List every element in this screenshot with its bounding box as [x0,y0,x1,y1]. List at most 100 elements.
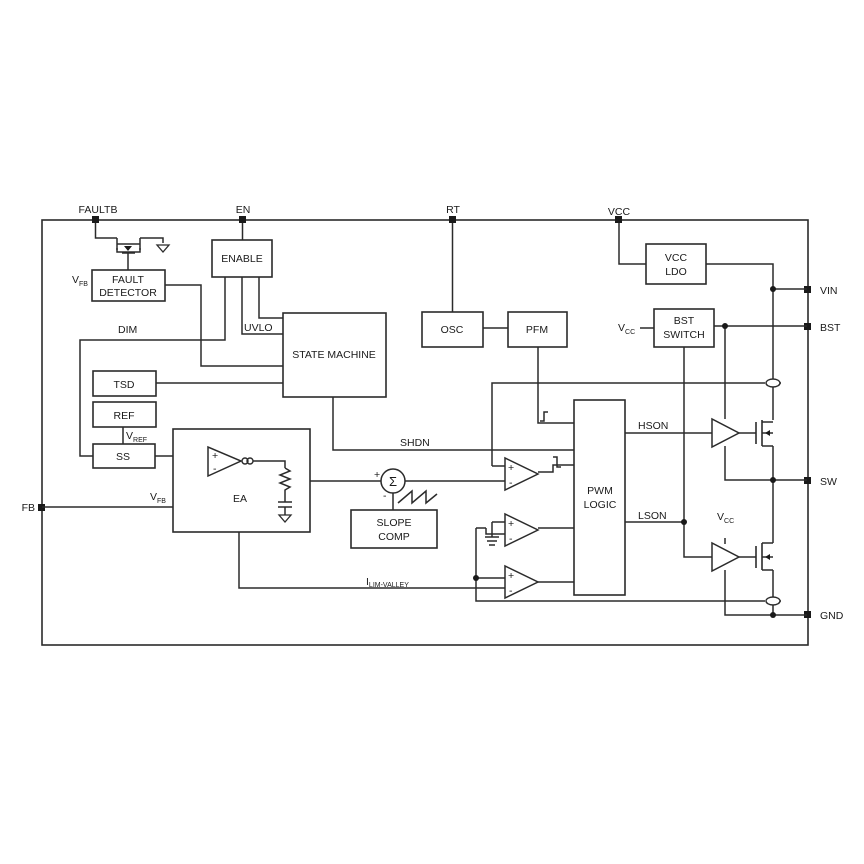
pin-en: EN [236,204,251,223]
pin-faultb: FAULTB [79,204,118,223]
faultb-fet-icon [116,238,141,254]
ss-block: SS [92,443,156,469]
svg-text:VCC: VCC [618,322,635,336]
pin-bst: BST [804,322,841,334]
sawtooth-icon [397,489,438,505]
ea-gm-output-icon [241,457,249,465]
pin-en-label: EN [236,204,251,216]
pwm-comp-minus: - [509,477,513,489]
pwm-comp-plus: + [508,462,514,474]
pin-gnd: GND [804,610,844,622]
svg-text:VFB: VFB [72,274,88,288]
slope-comp-line2: COMP [378,531,410,543]
pwm-logic-line2: LOGIC [584,499,617,511]
tsd-block: TSD [92,370,157,397]
ea-plus: + [212,450,218,462]
valley-comparator: + - [504,564,540,600]
ea-amplifier-icon [207,445,243,478]
vref-label: VREF [126,430,147,444]
state-machine-label: STATE MACHINE [292,349,376,361]
summing-node: Σ + - [374,468,406,502]
dim-label: DIM [118,324,137,336]
ea-resistor-icon [277,467,293,502]
zero-cross-ground-icon [485,536,499,546]
rising-edge-icon [540,411,548,422]
pin-fb-label: FB [22,502,35,514]
pin-sw: SW [804,476,837,488]
sum-minus: - [383,490,387,502]
sigma-icon: Σ [389,474,397,489]
svg-text:ILIM-VALLEY: ILIM-VALLEY [366,576,409,589]
ilim-valley-label: ILIM-VALLEY [366,576,409,589]
ground-icon [155,244,171,253]
pin-gnd-label: GND [820,610,844,622]
pin-rt-label: RT [446,204,460,216]
pin-vcc: VCC [608,206,631,223]
fault-detector-line2: DETECTOR [99,287,157,299]
hs-mosfet-icon [755,420,773,447]
ea-block: EA + - [172,428,311,533]
bst-switch-line1: BST [674,315,695,327]
ls-gate-driver-icon [711,541,741,573]
vcc-ldo-line1: VCC [665,252,688,264]
pfm-block: PFM [507,311,568,348]
sum-plus: + [374,469,380,481]
bst-switch-block: BST SWITCH [653,308,715,348]
ea-minus: - [213,463,217,475]
pin-bst-label: BST [820,322,841,334]
vcc-bst-label: VCC [618,322,654,336]
enable-label: ENABLE [221,253,262,265]
ref-label: REF [114,410,135,422]
pwm-logic-block: PWM LOGIC [573,399,626,596]
hs-current-sense [765,378,781,388]
ea-ground-icon [277,514,293,523]
pwm-logic-line1: PWM [587,485,613,497]
tsd-label: TSD [114,379,135,391]
lson-label: LSON [638,510,667,522]
bst-switch-line2: SWITCH [663,329,704,341]
svg-text:VCC: VCC [717,511,734,525]
hson-label: HSON [638,420,668,432]
pin-fb: FB [22,502,45,514]
wires [42,223,807,616]
vcc-ls-label: VCC [717,511,734,525]
enable-block: ENABLE [211,239,273,278]
state-machine-block: STATE MACHINE [282,312,387,398]
shdn-label: SHDN [400,437,430,449]
pwm-comparator: + - [504,456,540,492]
falling-edge-icon [553,456,561,468]
zero-cross-comparator: + - [504,512,540,548]
junction-dots [473,286,776,618]
valley-comp-plus: + [508,570,514,582]
pfm-label: PFM [526,324,548,336]
ls-current-sense [765,596,781,606]
svg-text:VFB: VFB [150,491,166,505]
pin-sw-label: SW [820,476,837,488]
hs-gate-driver-icon [711,417,741,449]
valley-comp-minus: - [509,585,513,597]
fault-detector-line1: FAULT [112,274,144,286]
ea-label: EA [233,493,247,505]
ls-mosfet-icon [755,542,773,571]
svg-text:VREF: VREF [126,430,147,444]
pin-vin: VIN [804,285,838,297]
ss-label: SS [116,451,130,463]
pin-vcc-label: VCC [608,206,631,218]
osc-label: OSC [441,324,464,336]
zc-comp-plus: + [508,518,514,530]
slope-comp-block: SLOPE COMP [350,509,438,549]
vcc-ldo-block: VCC LDO [645,243,707,285]
vcc-ldo-line2: LDO [665,266,687,278]
vfb-ea-label: VFB [150,491,166,505]
ref-block: REF [92,401,157,428]
vfb-fault-label: VFB [72,274,88,288]
pin-faultb-label: FAULTB [79,204,118,216]
pin-rt: RT [446,204,460,223]
zc-comp-minus: - [509,533,513,545]
pin-vin-label: VIN [820,285,838,297]
osc-block: OSC [421,311,484,348]
uvlo-label: UVLO [244,322,273,334]
fault-detector-block: FAULT DETECTOR [91,269,166,302]
slope-comp-line1: SLOPE [376,517,411,529]
